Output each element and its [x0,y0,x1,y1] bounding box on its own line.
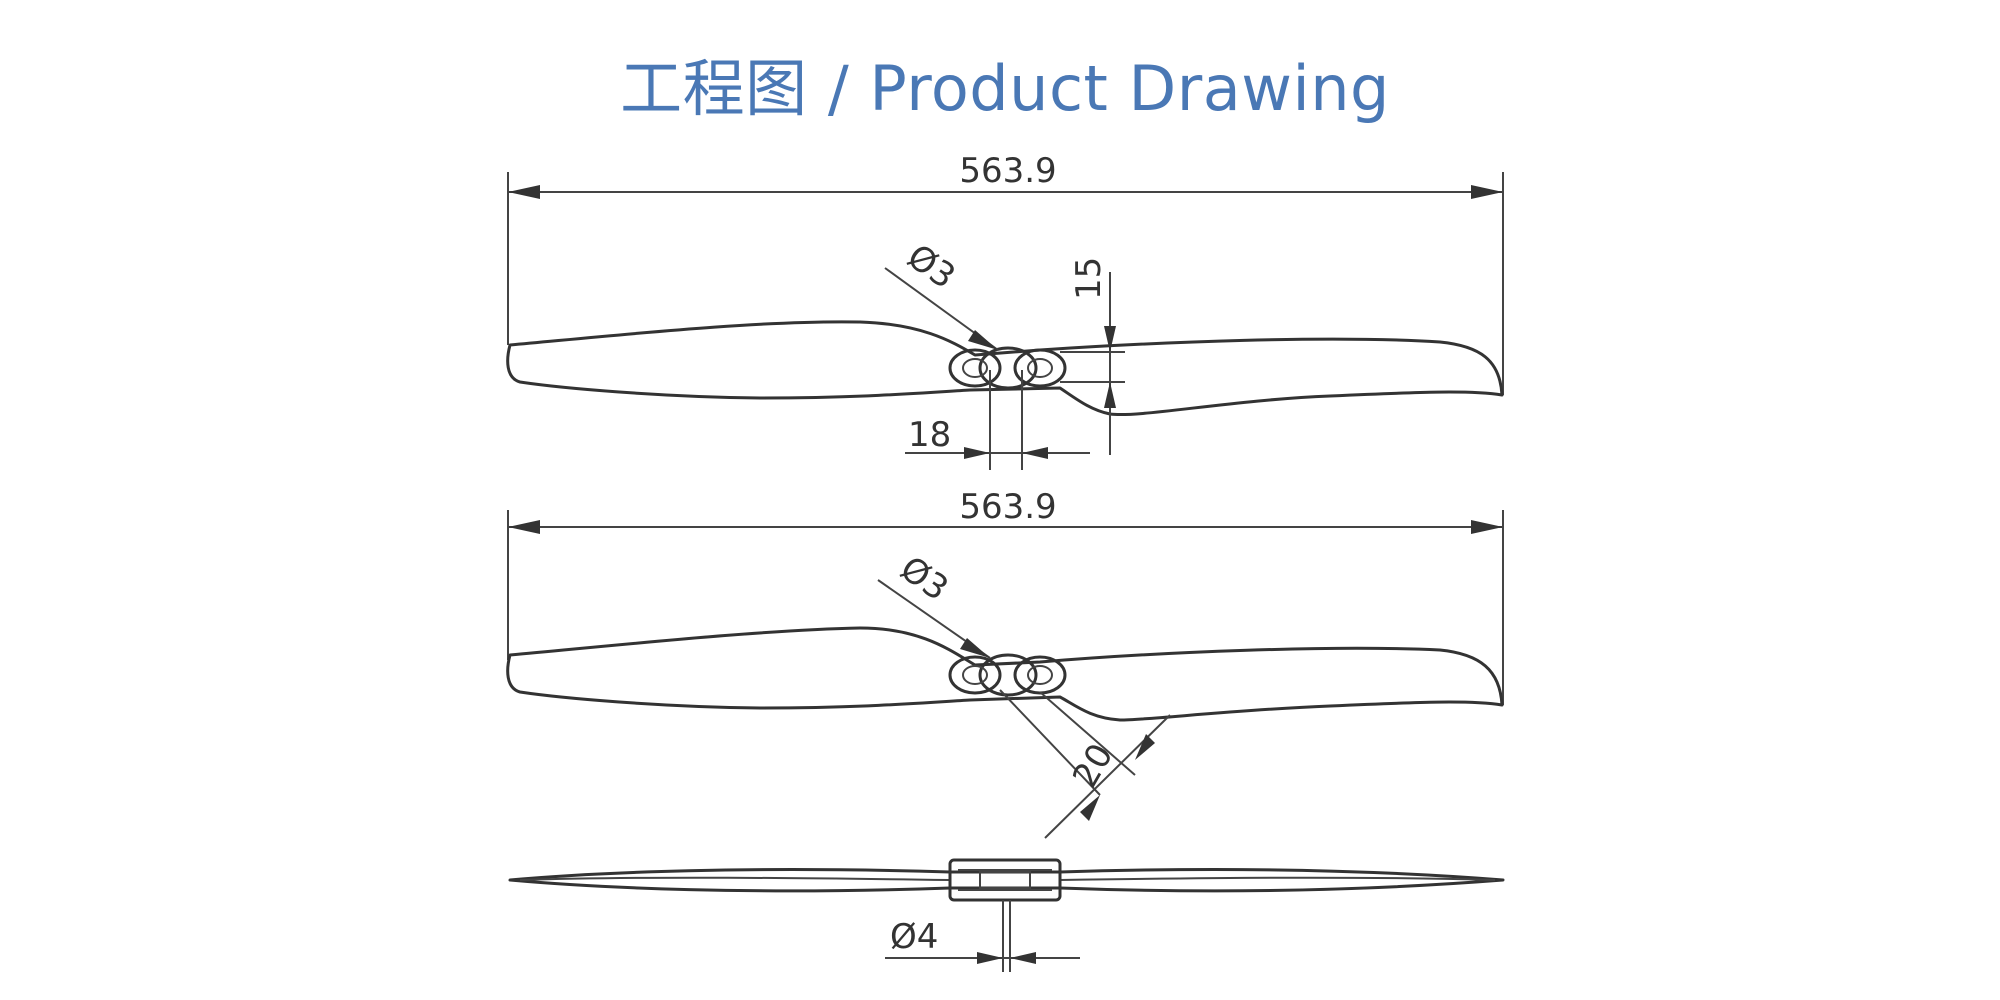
rotated-overall-length-dimension: 563.9 [507,487,1504,705]
side-blade-outline [508,868,1505,893]
top-overall-length-label: 563.9 [959,151,1056,191]
rotated-view: 563.9 Ø3 20 [506,487,1504,839]
top-arrow-right [1471,185,1503,199]
side-shaft-diameter-label: Ø4 [890,917,938,957]
rotated-arrow-right [1471,520,1503,534]
top-hole-diameter-callout: Ø3 [884,237,999,351]
top-hub [948,346,1067,390]
rotated-hub-width-label: 20 [1065,737,1121,794]
top-hole-diameter-label: Ø3 [900,237,963,298]
page-title: 工程图 / Product Drawing [620,52,1390,125]
side-blade-midline-left [519,876,951,881]
side-shaft-diameter-dimension: Ø4 [885,900,1080,972]
top-hub-offset-label: 18 [908,415,951,455]
rotated-hole-diameter-label: Ø3 [893,549,956,610]
top-hub-offset-dimension: 18 [905,370,1090,470]
top-arrow-left [508,185,540,199]
top-blade-outline [506,320,1504,417]
rotated-blade-outline [506,626,1504,722]
top-hub-height-dimension: 15 [1060,257,1125,455]
rotated-arrow-left [508,520,540,534]
side-blade-midline-right [1059,876,1496,881]
side-view: Ø4 [508,858,1505,972]
rotated-overall-length-label: 563.9 [959,487,1056,527]
top-view: 563.9 Ø3 [506,151,1504,470]
top-hub-height-label: 15 [1069,257,1109,300]
side-hub [948,858,1062,902]
top-overall-length-dimension: 563.9 [507,151,1504,395]
